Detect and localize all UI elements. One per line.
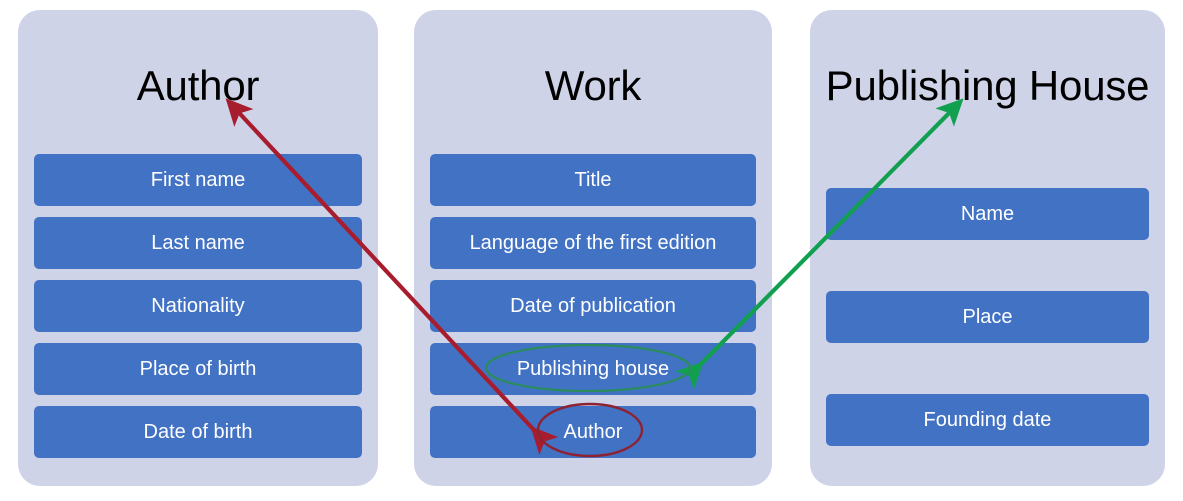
attribute-row[interactable]: Name <box>826 188 1149 240</box>
attribute-row[interactable]: Last name <box>34 217 362 269</box>
attribute-row[interactable]: Date of birth <box>34 406 362 458</box>
attribute-label: Date of birth <box>143 421 253 443</box>
attribute-row[interactable]: Nationality <box>34 280 362 332</box>
attribute-label: Date of publication <box>510 295 676 317</box>
attribute-label: Title <box>574 169 612 191</box>
entity-title-work: Work <box>544 62 642 109</box>
attribute-label: Last name <box>151 232 245 254</box>
attribute-label: First name <box>150 169 246 191</box>
entity-title-publishing-house: Publishing House <box>825 62 1150 109</box>
attribute-label: Founding date <box>923 409 1052 431</box>
attribute-row[interactable]: Author <box>430 406 756 458</box>
attribute-row[interactable]: Publishing house <box>430 343 756 395</box>
entity-card-author[interactable]: Author First name Last name Nationality … <box>18 10 378 486</box>
attribute-label: Publishing house <box>516 358 670 380</box>
attribute-row[interactable]: First name <box>34 154 362 206</box>
attribute-row[interactable]: Founding date <box>826 394 1149 446</box>
attribute-label: Place of birth <box>139 358 257 380</box>
attribute-row[interactable]: Place <box>826 291 1149 343</box>
entity-card-work[interactable]: Work Title Language of the first edition… <box>414 10 772 486</box>
attribute-label: Language of the first edition <box>469 232 717 254</box>
entity-title-author: Author <box>136 62 260 109</box>
attribute-row[interactable]: Language of the first edition <box>430 217 756 269</box>
attribute-row[interactable]: Title <box>430 154 756 206</box>
attribute-label: Name <box>960 203 1015 225</box>
attribute-label: Place <box>962 306 1013 328</box>
attribute-row[interactable]: Date of publication <box>430 280 756 332</box>
attribute-label: Nationality <box>151 295 245 317</box>
attribute-row[interactable]: Place of birth <box>34 343 362 395</box>
attribute-label: Author <box>563 421 623 443</box>
entity-card-publishing-house[interactable]: Publishing House Name Place Founding dat… <box>810 10 1165 486</box>
